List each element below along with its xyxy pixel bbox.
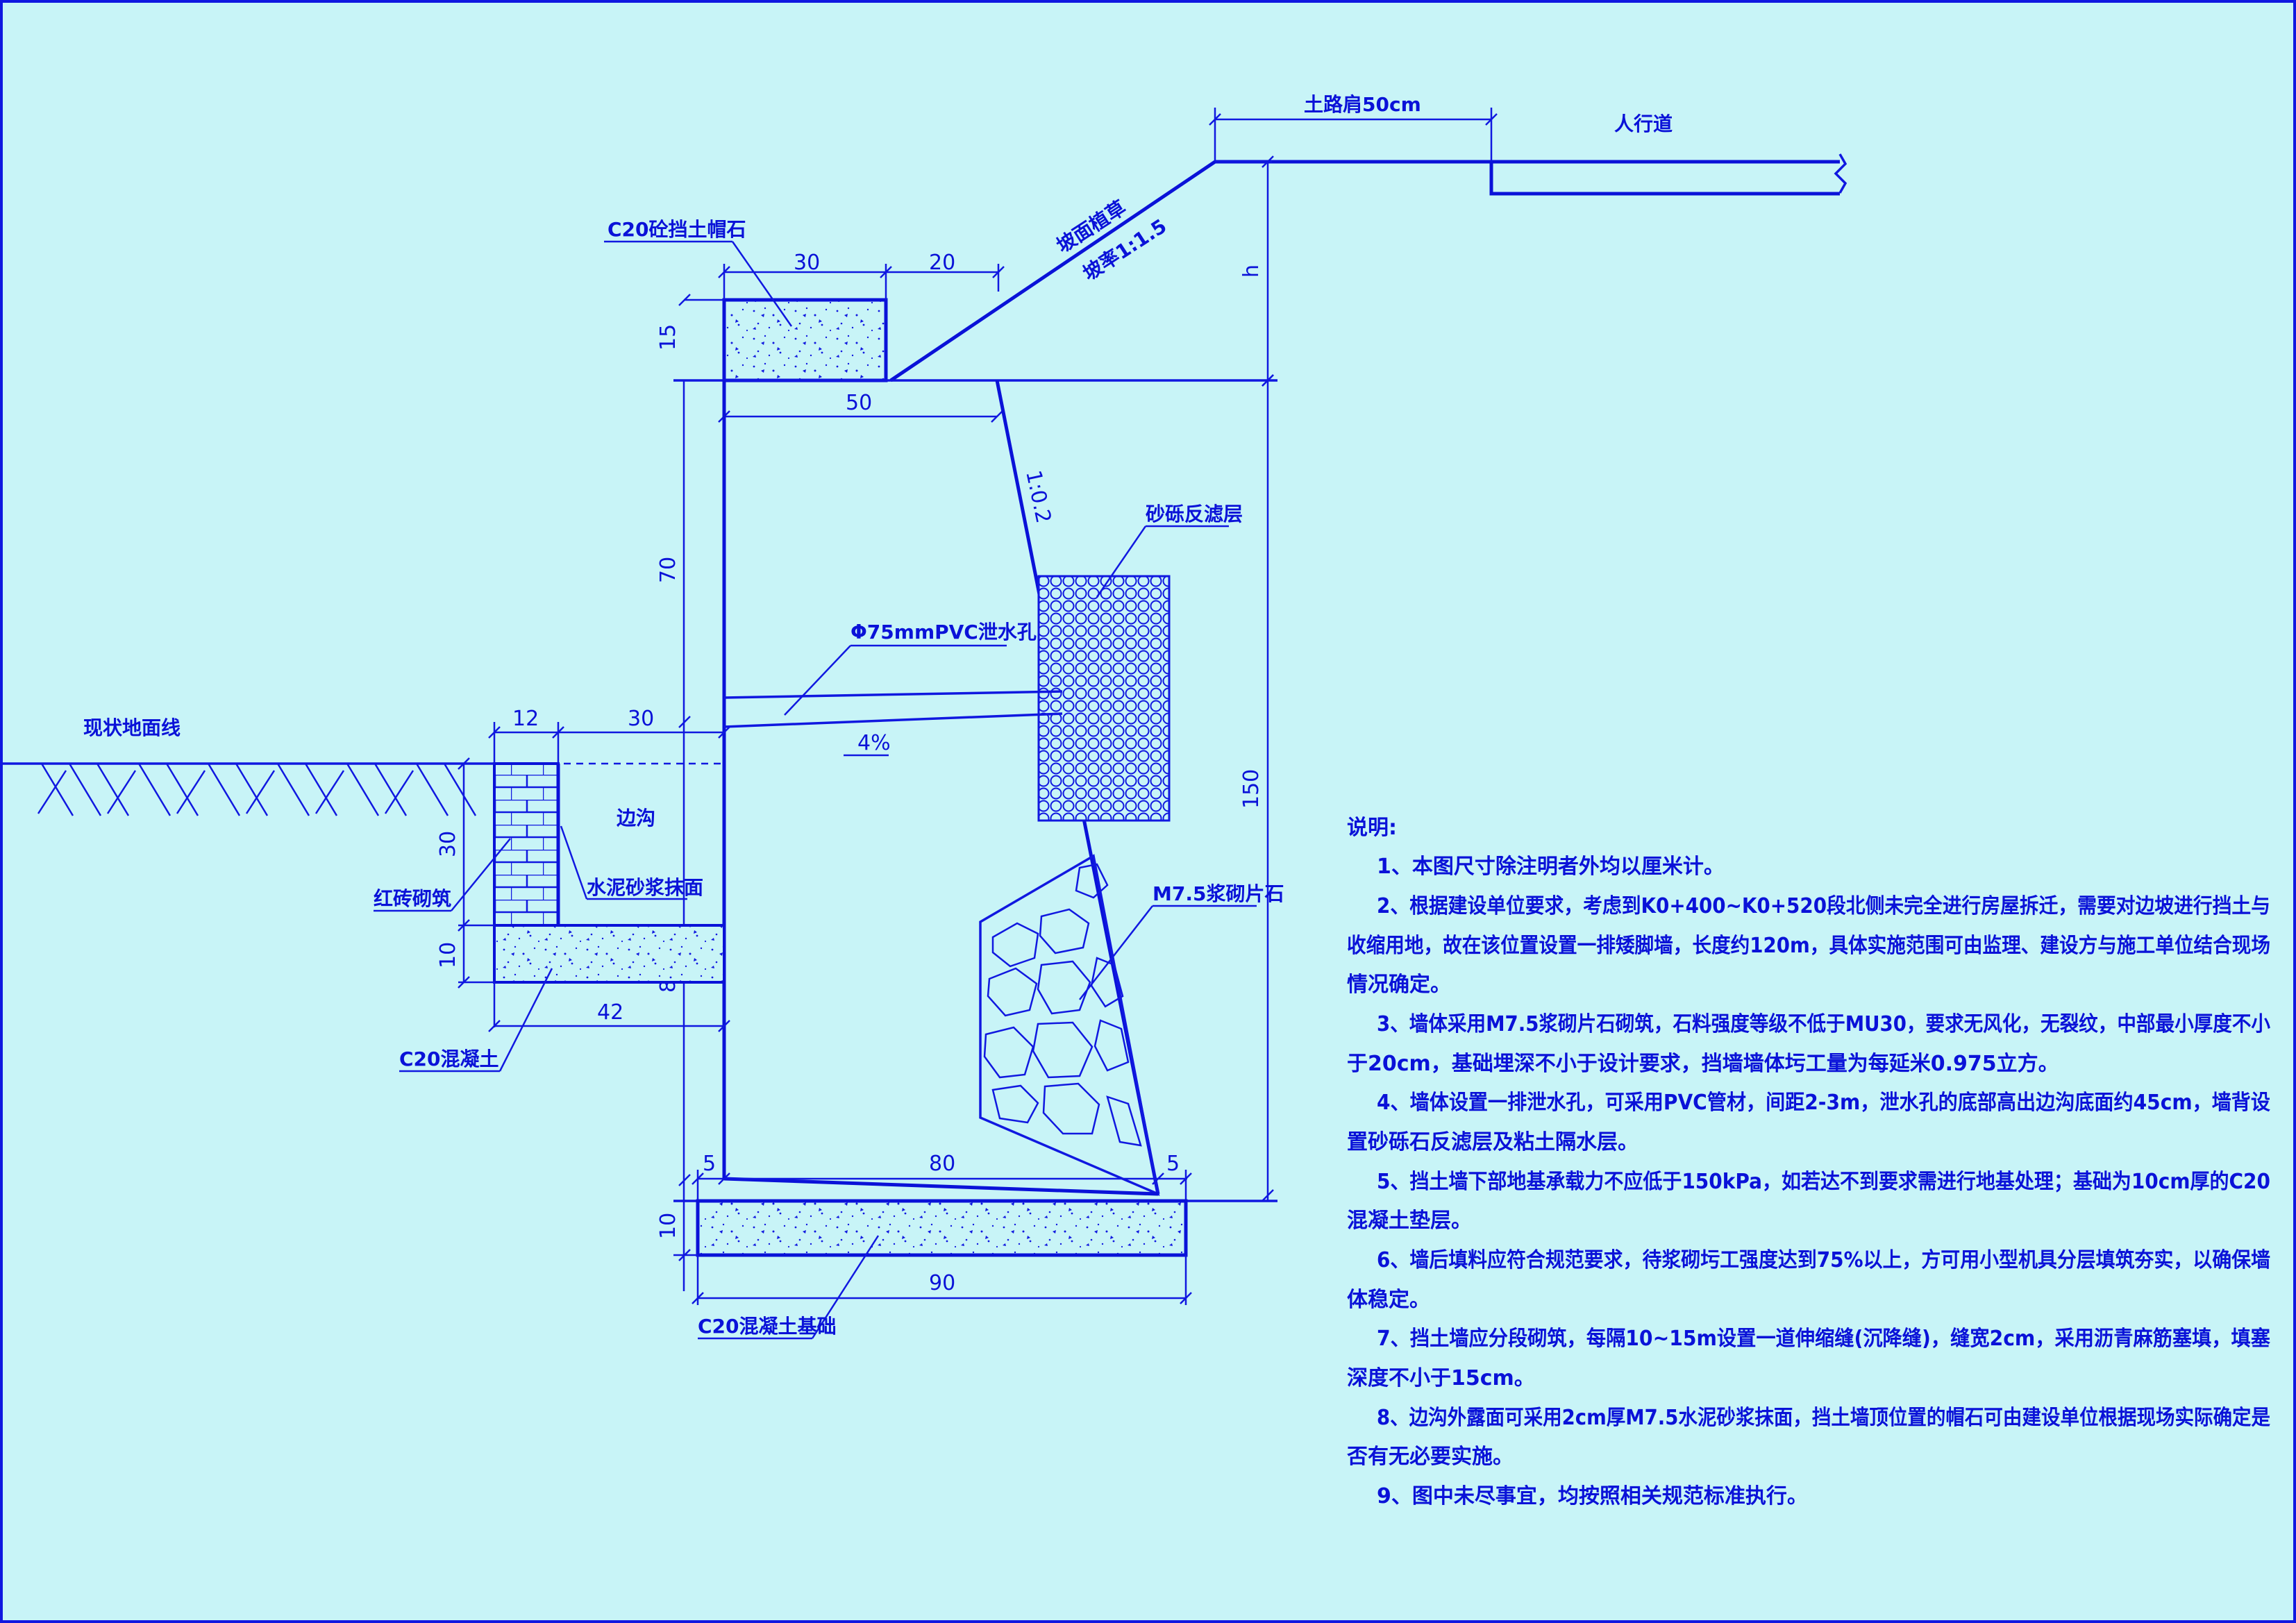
note-line: 否有无必要实施。 xyxy=(1347,1445,1514,1469)
dim-cap-slope-offset: 20 xyxy=(929,251,955,275)
dim-cap-height: 15 xyxy=(656,324,680,351)
dim-base-right: 5 xyxy=(1166,1152,1180,1176)
h-label: h xyxy=(1239,264,1264,278)
concrete-foundation xyxy=(696,1199,1188,1257)
brick-label: 红砖砌筑 xyxy=(374,887,451,910)
slope-ratio-wall: 1:0.2 xyxy=(1021,468,1055,525)
dim-drain-base-width: 42 xyxy=(597,1000,623,1025)
filter-leader xyxy=(1096,525,1229,598)
dim-base-width: 90 xyxy=(929,1271,955,1295)
note-line: 于20cm，基础埋深不小于设计要求，挡墙墙体圬工量为每延米0.975立方。 xyxy=(1347,1052,2059,1076)
h-dimension xyxy=(1262,155,1274,387)
embankment-slope xyxy=(889,160,1216,382)
coping-stone xyxy=(722,298,888,382)
note-line: 4、墙体设置一排泄水孔，可采用PVC管材，间距2-3m，泄水孔的底部高出边沟底面… xyxy=(1377,1091,2270,1115)
dim-top-width: 50 xyxy=(846,391,872,415)
brick-leader xyxy=(374,838,511,912)
side-ditch xyxy=(493,762,726,984)
note-line: 9、图中未尽事宜，均按照相关规范标准执行。 xyxy=(1377,1484,1808,1508)
wall-base-line xyxy=(723,1177,1159,1196)
dim-total-height: 150 xyxy=(1239,769,1264,809)
dim-drain-base-thk: 10 xyxy=(436,942,460,968)
dim-base-thk: 10 xyxy=(656,1213,680,1239)
coping-label: C20砼挡土帽石 xyxy=(607,218,746,241)
note-line: 体稳定。 xyxy=(1347,1288,1430,1312)
dim-drain-width: 30 xyxy=(628,707,654,731)
note-line: 深度不小于15cm。 xyxy=(1347,1366,1535,1390)
dim-wall-height: 70 xyxy=(656,557,680,583)
note-line: 收缩用地，故在该位置设置一排矮脚墙，长度约120m，具体实施范围可由监理、建设方… xyxy=(1347,934,2270,958)
ditch-concrete-leader xyxy=(399,968,553,1073)
note-line: 情况确定。 xyxy=(1347,973,1451,997)
foundation-width-dimension xyxy=(673,1254,1192,1305)
coping-leader xyxy=(604,240,793,327)
ditch-dimensions xyxy=(458,722,730,1032)
note-line: 2、根据建设单位要求，考虑到K0+400~K0+520段北侧未完全进行房屋拆迁，… xyxy=(1377,894,2270,918)
dim-base-mid: 80 xyxy=(929,1152,955,1176)
masonry-leader xyxy=(1079,905,1257,1000)
total-height-dimension xyxy=(1262,374,1274,1202)
base-top-dimensions xyxy=(692,1170,1192,1201)
road-shoulder-label: 土路肩50cm xyxy=(1304,93,1421,116)
left-vertical-dimensions xyxy=(678,380,691,1291)
note-line: 8、边沟外露面可采用2cm厚M7.5水泥砂浆抹面，挡土墙顶位置的帽石可由建设单位… xyxy=(1377,1406,2270,1430)
dim-cap-width: 30 xyxy=(794,251,820,275)
notes-block: 说明: 1、本图尺寸除注明者外均以厘米计。 2、根据建设单位要求，考虑到K0+4… xyxy=(1347,816,2270,1508)
note-line: 5、挡土墙下部地基承载力不应低于150kPa，如若达不到要求需进行地基处理；基础… xyxy=(1377,1170,2270,1194)
dim-drain-wall: 12 xyxy=(512,707,539,731)
pvc-drain-pipe xyxy=(723,644,1063,728)
brick-wall xyxy=(493,762,560,927)
filter-layer xyxy=(1037,575,1171,822)
note-line: 1、本图尺寸除注明者外均以厘米计。 xyxy=(1377,855,1725,879)
pvc-hole-label: Φ75mmPVC泄水孔 xyxy=(850,621,1037,644)
note-line: 混凝土垫层。 xyxy=(1347,1209,1472,1233)
note-line: 置砂砾石反滤层及粘土隔水层。 xyxy=(1347,1130,1639,1154)
note-line: 6、墙后填料应符合规范要求，待浆砌圬工强度达到75%以上，方可用小型机具分层填筑… xyxy=(1377,1248,2270,1272)
ground-line xyxy=(0,762,494,816)
dim-base-left: 5 xyxy=(703,1152,716,1176)
coping-dimensions xyxy=(678,264,1005,382)
ditch-concrete-label: C20混凝土 xyxy=(399,1048,499,1070)
dim-drain-depth: 30 xyxy=(436,831,460,857)
notes-title: 说明: xyxy=(1347,816,1397,840)
ditch-label: 边沟 xyxy=(617,807,655,830)
road-surface xyxy=(1215,153,1847,196)
sidewalk-label: 人行道 xyxy=(1614,112,1673,135)
shoulder-dimension xyxy=(1209,108,1498,162)
ditch-concrete xyxy=(493,924,726,984)
ground-line-label: 现状地面线 xyxy=(83,716,181,739)
masonry-label: M7.5浆砌片石 xyxy=(1153,882,1284,905)
note-line: 7、挡土墙应分段砌筑，每隔10~15m设置一道伸缩缝(沉降缝)，缝宽2cm，采用… xyxy=(1377,1327,2270,1351)
filter-label: 砂砾反滤层 xyxy=(1146,503,1243,525)
mortar-leader xyxy=(560,825,687,900)
masonry-rubble xyxy=(979,854,1160,1196)
foundation-leader xyxy=(698,1235,880,1340)
mortar-label: 水泥砂浆抹面 xyxy=(587,876,703,899)
hole-slope-label: 4% xyxy=(857,731,891,755)
foundation-label: C20混凝土基础 xyxy=(698,1315,837,1338)
note-line: 3、墙体采用M7.5浆砌片石砌筑，石料强度等级不低于MU30，要求无风化，无裂纹… xyxy=(1377,1012,2270,1036)
